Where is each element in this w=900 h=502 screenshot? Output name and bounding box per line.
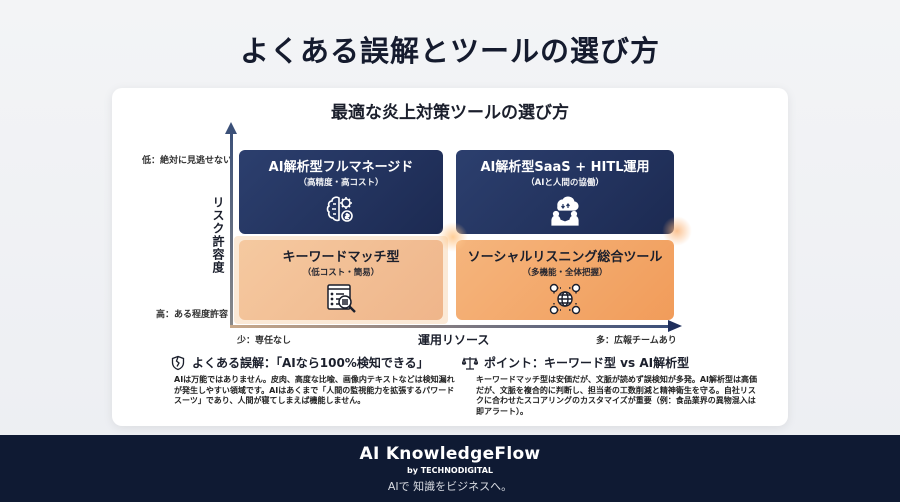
- footer-banner: AI KnowledgeFlow by TECHNODIGITAL AIで 知識…: [0, 435, 900, 502]
- x-axis-left-label: 少：専任なし: [237, 336, 292, 346]
- quadrant-title: AI解析型フルマネージド: [268, 160, 414, 175]
- brand-tagline: AIで 知識をビジネスへ。: [387, 480, 513, 493]
- point-heading: ポイント：キーワード型 vs AI解析型: [484, 356, 690, 370]
- point-body: キーワードマッチ型は安価だが、文脈が読めず誤検知が多発。AI解析型は高価だが、文…: [476, 375, 758, 416]
- card-title: 最適な炎上対策ツールの選び方: [331, 103, 569, 123]
- quadrant-subtitle: （多機能・全体把握）: [522, 268, 608, 278]
- brand-name: AI KnowledgeFlow: [359, 444, 541, 464]
- quadrant-social-listening: ソーシャルリスニング総合ツール （多機能・全体把握）: [456, 240, 674, 320]
- misconception-body: AIは万能ではありません。皮肉、高度な比喩、画像内テキストなどは検知漏れが発生し…: [174, 375, 455, 405]
- center-glow-decoration: [438, 222, 468, 252]
- x-axis-arrow-icon: [668, 320, 682, 332]
- cloud-handshake-icon: [548, 192, 582, 226]
- corner-glow-decoration: [662, 216, 692, 246]
- y-axis-label: リスク許容度: [211, 196, 225, 274]
- broken-shield-icon: [171, 355, 185, 370]
- quadrant-ai-full-managed: AI解析型フルマネージド （高精度・高コスト）: [239, 150, 443, 234]
- quadrant-ai-saas-hitl: AI解析型SaaS + HITL運用 （AIと人間の協働）: [456, 150, 674, 234]
- quadrant-keyword-match: キーワードマッチ型 （低コスト・簡易）: [239, 240, 443, 320]
- quadrant-title: AI解析型SaaS + HITL運用: [480, 160, 650, 175]
- y-axis-arrow-icon: [225, 122, 237, 134]
- matrix-card: 最適な炎上対策ツールの選び方 低：絶対に見逃せない リスク許容度 高：ある程度許…: [112, 88, 788, 426]
- quadrant-title: ソーシャルリスニング総合ツール: [467, 250, 663, 265]
- x-axis-line: [230, 325, 670, 328]
- globe-social-network-icon: [548, 282, 582, 316]
- y-axis-top-label: 低：絶対に見逃せない: [142, 156, 233, 166]
- quadrant-subtitle: （AIと人間の協働）: [526, 178, 604, 188]
- balance-scale-icon: [462, 356, 478, 370]
- misconception-note: よくある誤解：「AIなら100%検知できる」 AIは万能ではありません。皮肉、高…: [170, 354, 460, 407]
- x-axis-right-label: 多：広報チームあり: [596, 336, 677, 346]
- quadrant-title: キーワードマッチ型: [282, 250, 400, 265]
- page-title: よくある誤解とツールの選び方: [239, 34, 660, 68]
- quadrant-subtitle: （低コスト・簡易）: [302, 268, 380, 278]
- misconception-heading: よくある誤解：「AIなら100%検知できる」: [192, 356, 429, 370]
- x-axis-label: 運用リソース: [418, 333, 490, 347]
- brand-byline: by TECHNODIGITAL: [407, 466, 493, 475]
- point-note: ポイント：キーワード型 vs AI解析型 キーワードマッチ型は安価だが、文脈が読…: [462, 354, 762, 417]
- brain-gear-coin-icon: [324, 192, 358, 226]
- quadrant-subtitle: （高精度・高コスト）: [298, 178, 384, 188]
- list-magnifier-icon: [324, 282, 358, 316]
- y-axis-line: [230, 130, 233, 326]
- y-axis-bottom-label: 高：ある程度許容: [156, 310, 229, 320]
